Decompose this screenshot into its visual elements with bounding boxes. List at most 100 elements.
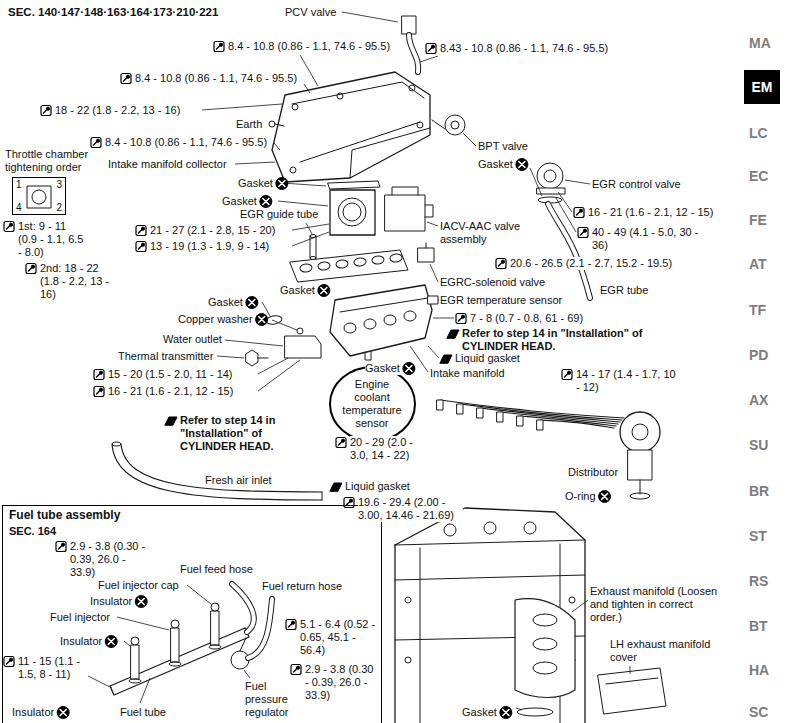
leader-line [292, 232, 329, 246]
part-label: Copper washer [178, 313, 253, 326]
plug-boot [477, 408, 483, 418]
flange-bore [32, 190, 46, 204]
engine-block [394, 545, 395, 723]
torque-symbol [578, 228, 588, 238]
insulator [129, 679, 141, 683]
part-label: Insulator [60, 635, 102, 648]
torque-symbol [4, 222, 14, 232]
bolt-order-number: 1 [16, 179, 22, 190]
torque-symbol [46, 107, 49, 110]
plug-boot [437, 400, 443, 410]
ignition-wire [540, 420, 614, 428]
leader-line [438, 300, 439, 301]
manifold-port [404, 311, 416, 321]
torque-symbol [456, 314, 466, 324]
leader-line [274, 143, 280, 150]
manifold-port [364, 319, 376, 329]
torque-symbol [567, 371, 570, 374]
fresh-air-hose [322, 492, 323, 500]
gasket-port [372, 255, 385, 264]
leader-line [565, 180, 590, 184]
torque-symbol [99, 371, 102, 374]
bpt-hose [432, 120, 445, 129]
torque-symbol [136, 242, 146, 252]
torque-spec: 20.6 - 26.5 (2.1 - 2.7, 15.2 - 19.5) [510, 257, 672, 270]
leader-line [300, 55, 318, 86]
torque-symbol [9, 223, 12, 226]
liquid-gasket-symbol [330, 483, 342, 491]
replace-part-symbol [516, 159, 528, 171]
iacv-valve [385, 195, 425, 231]
part-label: Fuel injector [50, 611, 110, 624]
replace-part-symbol [249, 300, 255, 306]
node-heading: Engine coolant temperature sensor [342, 378, 403, 430]
fuel-injector [211, 611, 219, 645]
throttle-bore [338, 198, 366, 226]
fuel-tube [110, 628, 249, 695]
section-tab: EM [744, 70, 780, 104]
gasket-port [318, 261, 331, 270]
bolt-order-number: 3 [56, 179, 62, 190]
part-label: EGR tube [600, 284, 648, 297]
torque-symbol [344, 498, 354, 508]
torque-spec: 21 - 27 (2.1 - 2.8, 15 - 20) [150, 224, 275, 237]
leader-line [202, 104, 282, 110]
section-tab: HA [749, 662, 769, 678]
bolt-hole [484, 522, 496, 534]
replace-part-symbol [57, 707, 69, 719]
leader-line [225, 340, 283, 346]
replace-part-symbol [108, 639, 114, 645]
part-label: Insulator [90, 595, 132, 608]
torque-symbol [349, 499, 352, 502]
leader-line [516, 708, 522, 710]
section-tab: PD [749, 347, 768, 363]
torque-spec: 40 - 49 (4.1 - 5.0, 30 - 36) [592, 226, 702, 252]
note-label: Refer to step 14 in "Installation" of CY… [462, 327, 667, 353]
bpt-valve [445, 115, 465, 135]
hand-drawn-circle [330, 367, 415, 441]
fuel-feed-hose [232, 584, 254, 632]
leader-line [282, 183, 326, 186]
intake-collector [350, 128, 430, 178]
part-label: Fuel feed hose [180, 563, 253, 576]
section-tab: TF [749, 302, 766, 318]
distributor-body [628, 450, 652, 480]
part-label: Fuel injector cap [98, 579, 179, 592]
leader-line [433, 318, 454, 319]
throttle-chamber [330, 190, 375, 235]
leader-line [117, 617, 169, 630]
torque-symbol [336, 438, 346, 448]
bolt-hole [409, 85, 415, 91]
leader-line [558, 192, 572, 212]
torque-symbol [61, 543, 64, 546]
part-label: EGR control valve [592, 178, 681, 191]
replace-part-symbol [318, 285, 330, 297]
bolt-hole [290, 167, 296, 173]
distributor-cap [632, 424, 648, 440]
leader-line [140, 678, 150, 703]
engine-block [395, 540, 585, 545]
torque-symbol [91, 138, 101, 148]
gasket-port [300, 263, 313, 272]
exhaust-manifold [515, 599, 575, 698]
node-heading: Throttle chamber tightening order [5, 148, 105, 174]
liquid-gasket-symbol [447, 330, 459, 338]
injector-cap [211, 603, 219, 611]
leader-line [187, 585, 211, 604]
torque-symbol [501, 260, 504, 263]
leader-line [427, 222, 438, 226]
bolt-hole [337, 93, 343, 99]
plug-boot [517, 416, 523, 426]
manifold-gasket [290, 250, 408, 282]
ignition-wire [480, 408, 620, 422]
torque-spec: 1st: 9 - 11 (0.9 - 1.1, 6.5 - 8.0) [18, 220, 88, 259]
intake-manifold [340, 298, 428, 312]
section-tab: SU [749, 437, 768, 453]
intake-manifold [330, 285, 432, 356]
intake-collector [292, 82, 424, 104]
replace-part-symbol [503, 710, 509, 716]
replace-part-symbol [246, 297, 258, 309]
thermal-transmitter [246, 350, 258, 366]
replace-part-symbol [403, 363, 415, 375]
replace-part-symbol [256, 314, 268, 326]
